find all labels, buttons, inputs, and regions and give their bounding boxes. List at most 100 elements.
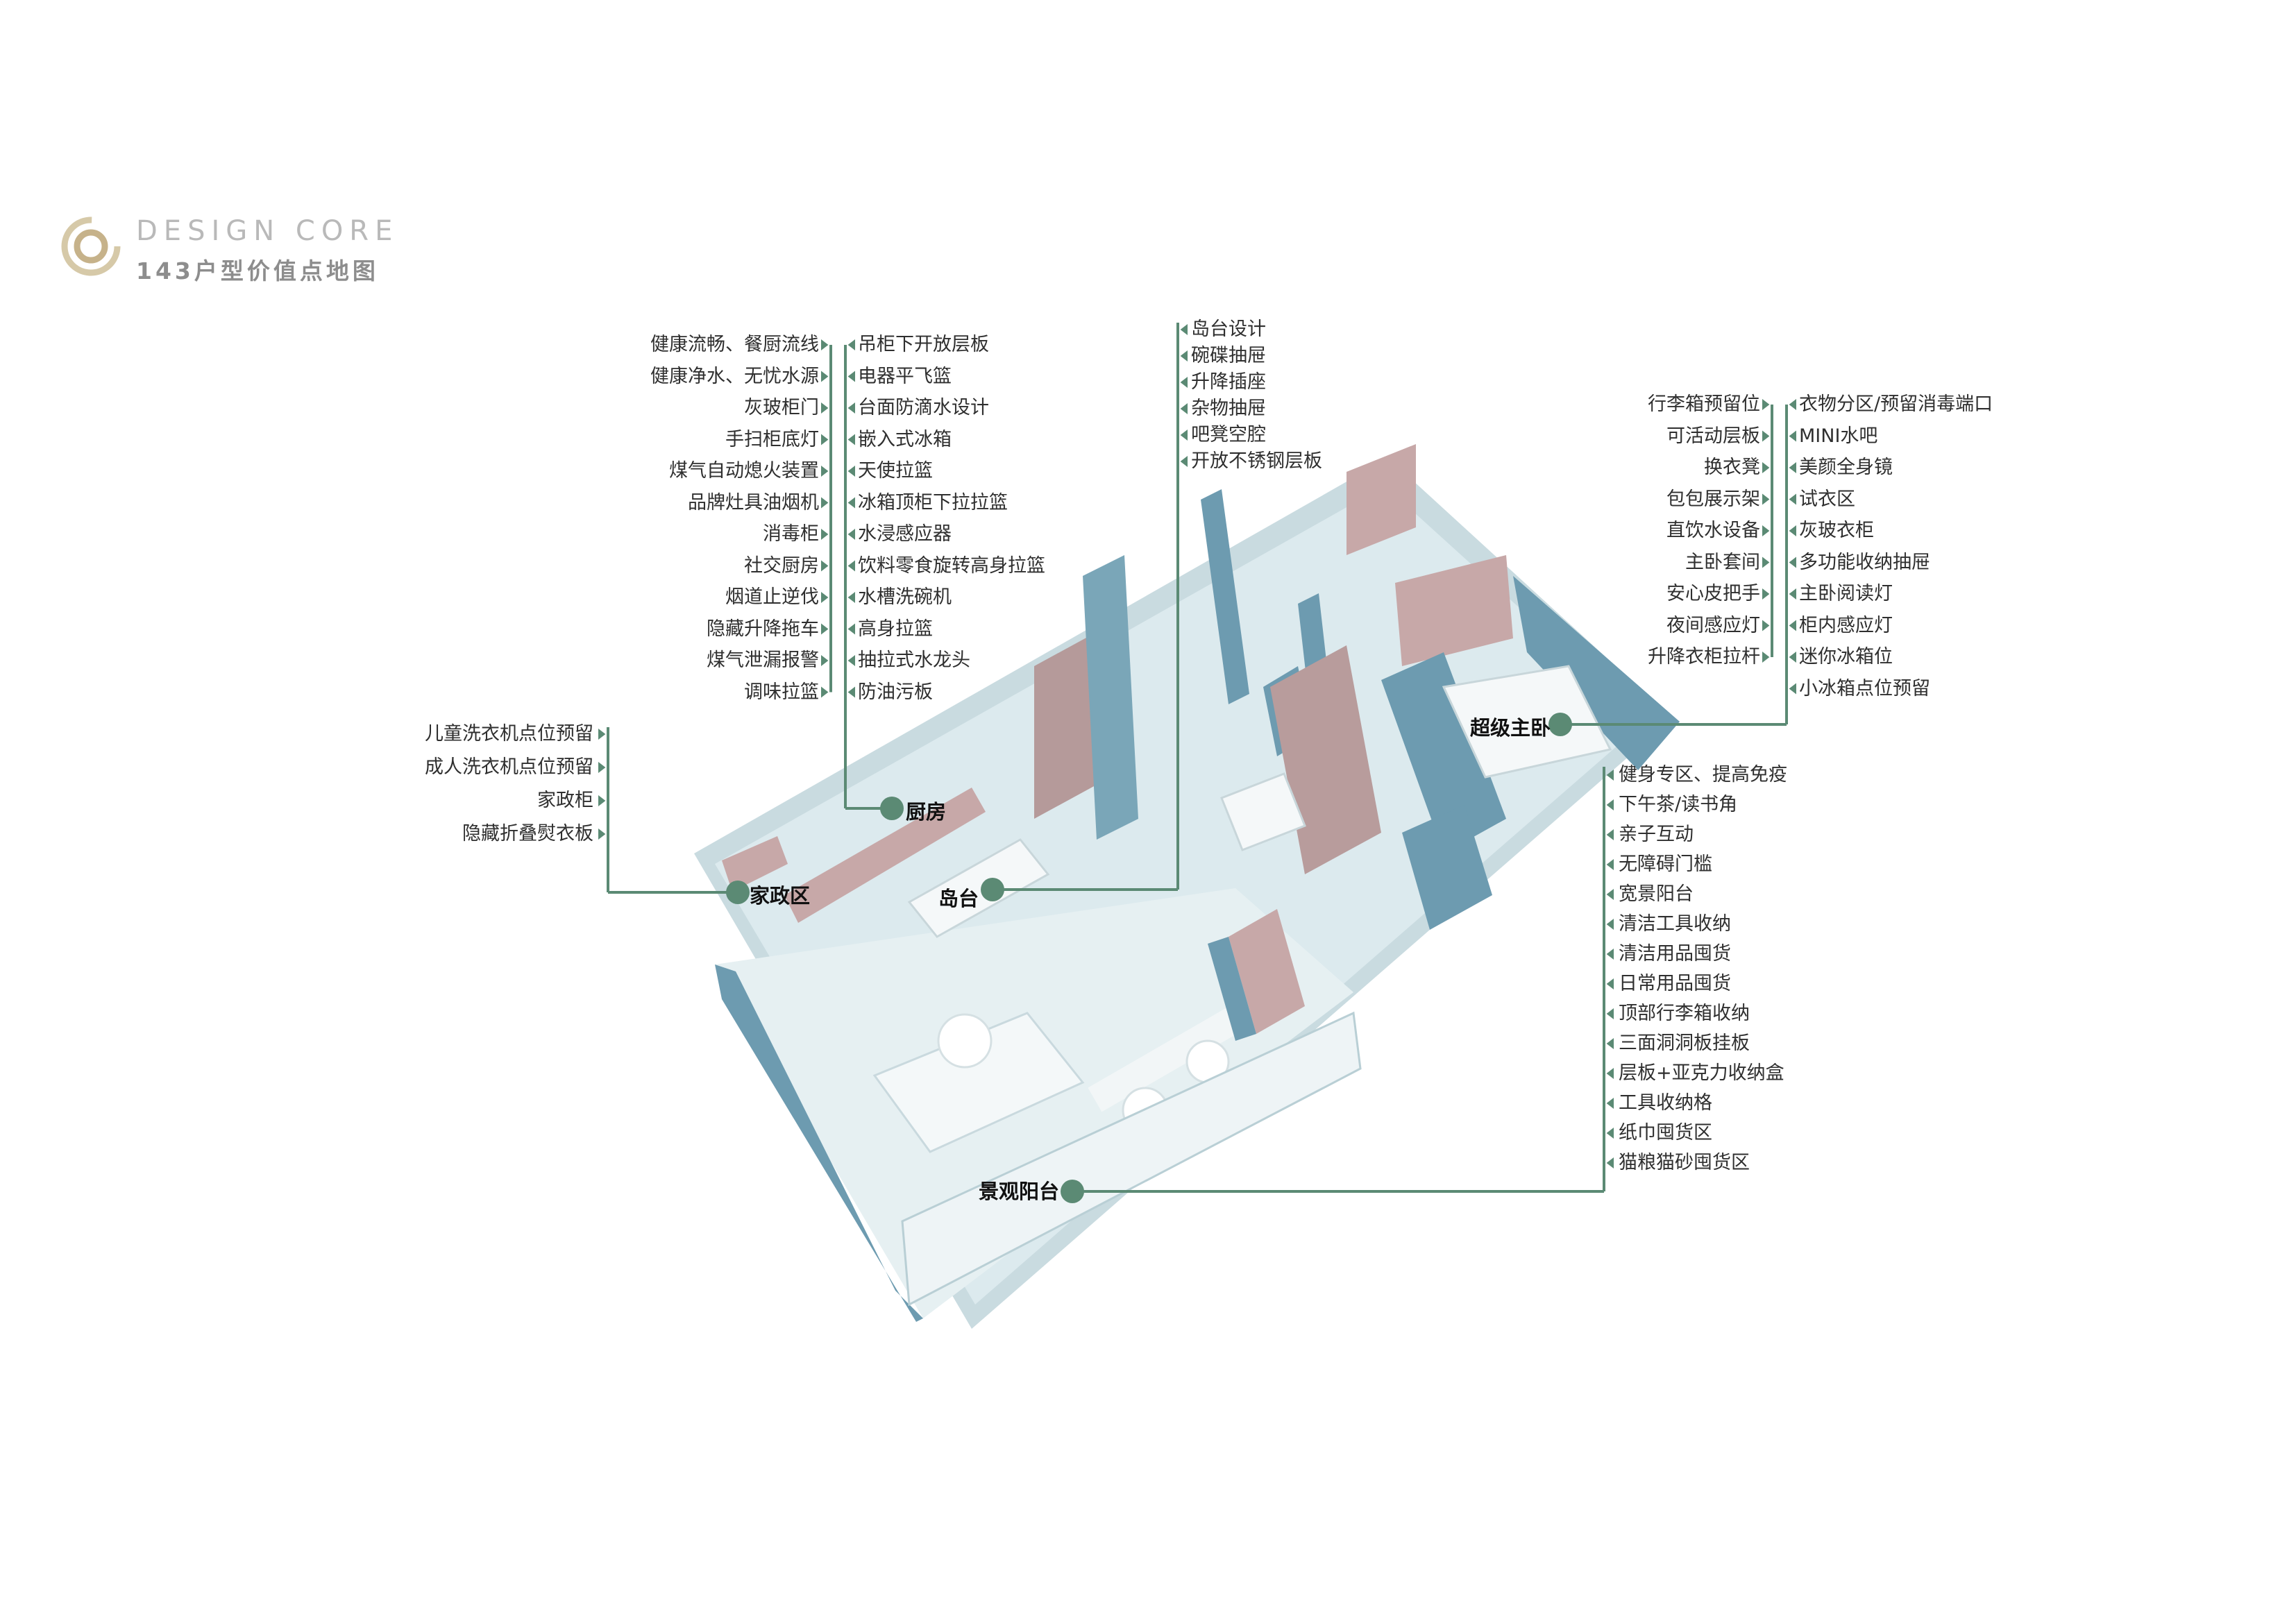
kitchen-right-item: 饮料零食旋转高身拉篮 [858,554,1045,577]
bathroom-block [1402,805,1492,930]
kitchen-hub-dot [880,797,904,820]
master-left-item: 换衣凳 [1704,457,1760,478]
master-right-marker [1789,399,1796,410]
kitchen-right-item: 冰箱顶柜下拉拉篮 [858,491,1008,513]
kitchen-left-item: 烟道止逆伐 [725,586,819,608]
kitchen-left-marker [821,560,829,572]
kitchen-right-marker [847,655,855,666]
kitchen-right-marker [847,466,855,477]
master-right-marker [1789,462,1796,473]
tv-cabinet [1088,997,1258,1112]
master-wall-right [1513,576,1680,770]
kitchen-left-marker [821,497,829,509]
master-right-marker [1789,620,1796,631]
kitchen-left-marker [821,339,829,350]
master-left-item: 主卧套间 [1685,551,1760,573]
balcony-item: 健身专区、提高免疫 [1619,764,1787,785]
master-right-item: 主卧阅读灯 [1799,583,1893,604]
housekeeping-hub-dot [726,881,750,904]
master-left-marker [1762,556,1770,568]
balcony-marker [1606,889,1614,900]
balcony-hub-dot [1061,1180,1084,1203]
island-marker [1180,350,1188,362]
balcony-item: 清洁用品囤货 [1619,943,1731,965]
design-core-logo [61,216,121,276]
master-right-marker [1789,652,1796,663]
island-hub-label: 岛台 [938,887,979,910]
top-room-cabinet [1347,444,1416,555]
balcony-item: 纸巾囤货区 [1619,1122,1712,1144]
housekeeping-marker [598,829,606,840]
kitchen-left-marker [821,466,829,477]
balcony-marker [1606,1098,1614,1109]
kitchen-left-marker [821,371,829,382]
laundry-cabinet [722,836,788,892]
master-right-marker [1789,588,1796,600]
kitchen-left-item: 手扫柜底灯 [725,428,819,450]
island-hub-dot [981,878,1004,901]
master-right-marker [1789,683,1796,695]
kitchen-left-marker [821,655,829,666]
master-right-item: 美颜全身镜 [1799,457,1893,478]
kitchen-right-marker [847,371,855,382]
master-hub-label: 超级主卧 [1470,716,1551,740]
master-right-item: 小冰箱点位预留 [1799,677,1930,699]
kitchen-right-marker [847,686,855,698]
kitchen-cabinet-run [784,788,986,923]
kitchen-right-item: 水浸感应器 [858,523,952,545]
balcony-item: 亲子互动 [1619,824,1694,845]
balcony-strip [901,1011,1362,1307]
master-right-item: 试衣区 [1799,488,1855,510]
balcony-wall [1208,937,1256,1041]
island-marker [1180,377,1188,388]
island-marker [1180,324,1188,335]
kitchen-left-marker [821,402,829,414]
balcony-cabinet [1229,909,1305,1034]
balcony-item: 工具收纳格 [1619,1092,1712,1114]
balcony-marker [1606,978,1614,989]
balcony-item: 清洁工具收纳 [1619,913,1731,935]
master-right-marker [1789,556,1796,568]
master-left-marker [1762,430,1770,442]
master-right-marker [1789,430,1796,442]
kitchen-left-marker [821,529,829,540]
study-table [1220,772,1306,851]
kitchen-right-marker [847,339,855,350]
housekeeping-item: 隐藏折叠熨衣板 [462,823,593,844]
kitchen-right-item: 抽拉式水龙头 [858,649,970,671]
master-left-item: 包包展示架 [1666,488,1760,510]
balcony-item: 日常用品囤货 [1619,973,1731,994]
kitchen-right-item: 电器平飞篮 [858,365,952,387]
master-left-item: 安心皮把手 [1666,583,1760,604]
island-item: 岛台设计 [1191,318,1266,340]
kitchen-left-marker [821,623,829,635]
kitchen-right-item: 吊柜下开放层板 [858,334,989,355]
bedroom-wall-1 [1201,489,1249,704]
kitchen-left-item: 品牌灶具油烟机 [688,491,819,513]
brand-chinese-title: 143户型价值点地图 [136,257,379,284]
kitchen-left-item: 煤气泄漏报警 [707,649,819,671]
kitchen-right-marker [847,560,855,572]
brand-english: DESIGN CORE [136,215,399,247]
master-right-item: 柜内感应灯 [1799,614,1893,636]
kitchen-right-item: 台面防滴水设计 [858,397,989,418]
balcony-item: 宽景阳台 [1619,883,1694,905]
balcony-item: 无障碍门槛 [1619,853,1712,875]
kitchen-left-item: 煤气自动熄火装置 [669,460,819,482]
master-right-item: 多功能收纳抽屉 [1799,551,1930,573]
master-left-marker [1762,588,1770,600]
master-left-item: 可活动层板 [1666,425,1760,447]
island-item: 升降插座 [1191,371,1266,393]
kitchen-right-marker [847,529,855,540]
kitchen-right-item: 高身拉篮 [858,618,933,640]
island-counter [907,838,1050,938]
island-marker [1180,456,1188,467]
kitchen-left-marker [821,592,829,603]
balcony-item: 猫粮猫砂囤货区 [1619,1152,1750,1173]
master-left-marker [1762,525,1770,536]
master-right-item: MINI水吧 [1799,425,1878,447]
master-right-item: 迷你冰箱位 [1799,646,1893,668]
balcony-item: 层板+亚克力收纳盒 [1619,1062,1784,1084]
